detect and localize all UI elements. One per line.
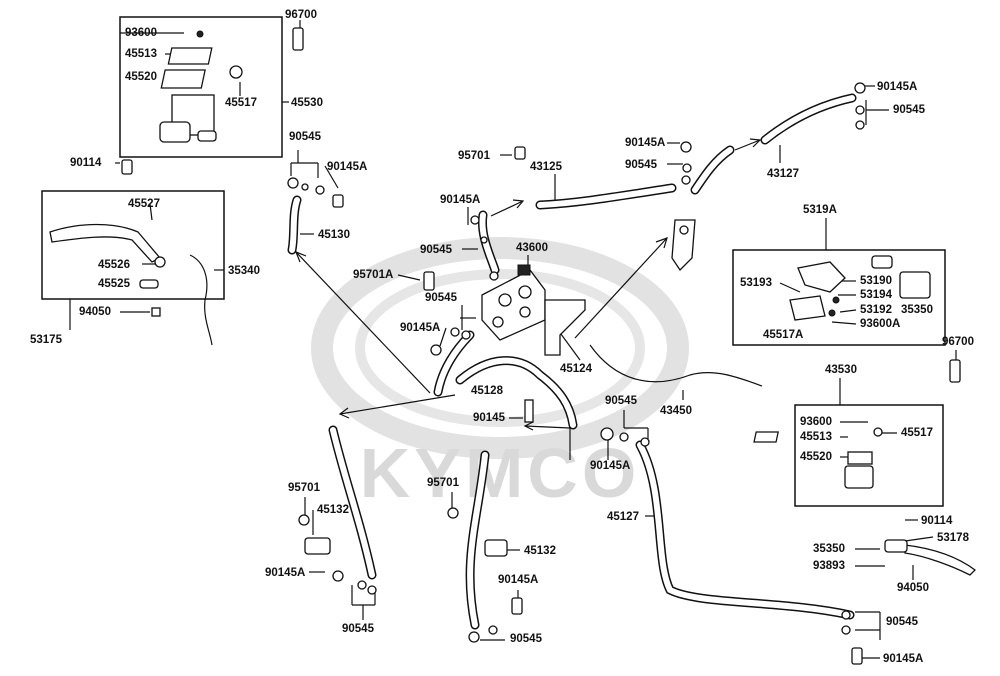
connection-arrows — [294, 138, 762, 460]
part-label: 96700 — [285, 9, 317, 21]
switch-assembly — [789, 255, 931, 321]
part-label: 94050 — [79, 306, 111, 318]
part-label: 96700 — [942, 336, 974, 348]
caliper-top — [671, 219, 696, 272]
part-label: 90145A — [327, 161, 367, 173]
part-label: 53175 — [30, 334, 63, 346]
part-label: 45527 — [128, 198, 160, 210]
switch-box-right — [732, 249, 946, 346]
part-labels: 96700 93600 45513 45520 45517 45530 90114 90545… — [30, 9, 974, 665]
part-label: 45520 — [800, 451, 832, 463]
part-label: 90145A — [498, 574, 538, 586]
part-label: 90545 — [893, 104, 926, 116]
part-label: 53192 — [860, 304, 892, 316]
part-label: 45525 — [98, 278, 131, 290]
part-label: 53193 — [740, 277, 772, 289]
part-label: 90145 — [473, 412, 506, 424]
part-label: 45520 — [125, 71, 157, 83]
part-label: 45128 — [471, 385, 504, 397]
part-label: 45130 — [318, 229, 350, 241]
part-label: 90114 — [921, 515, 953, 527]
part-label: 45132 — [524, 545, 556, 557]
part-label: 43530 — [825, 364, 857, 376]
part-label: 35350 — [813, 543, 845, 555]
part-label: 43125 — [530, 161, 563, 173]
part-label: 90545 — [425, 292, 458, 304]
brake-hoses — [189, 93, 857, 630]
part-label: 45526 — [98, 259, 130, 271]
part-label: 90114 — [70, 157, 102, 169]
part-label: 95701 — [288, 482, 321, 494]
part-label: 45127 — [607, 511, 639, 523]
proportioning-valve — [481, 264, 586, 356]
part-label: 93600 — [800, 416, 832, 428]
part-label: 45517 — [901, 427, 933, 439]
part-label: 90145A — [877, 81, 917, 93]
brake-lever-box-left — [41, 190, 225, 300]
part-label: 95701 — [427, 477, 460, 489]
watermark-text: KYMCO — [360, 434, 641, 512]
part-label: 90145A — [265, 567, 305, 579]
part-label: 90145A — [625, 137, 665, 149]
part-label: 45124 — [560, 363, 593, 375]
part-label: 5319A — [803, 204, 837, 216]
part-label: 90545 — [510, 633, 543, 645]
part-label: 45513 — [800, 431, 832, 443]
part-label: 93600 — [125, 27, 157, 39]
master-cylinder-right — [753, 427, 883, 489]
part-label: 43127 — [767, 168, 799, 180]
part-label: 93600A — [860, 318, 900, 330]
brake-lever-right — [884, 539, 976, 576]
part-label: 90145A — [883, 653, 923, 665]
part-label: 90545 — [289, 131, 322, 143]
part-label: 90145A — [440, 194, 480, 206]
part-label: 90545 — [342, 623, 375, 635]
part-label: 43600 — [516, 242, 548, 254]
part-label: 95701 — [458, 150, 491, 162]
part-label: 90145A — [590, 460, 630, 472]
part-label: 45132 — [317, 504, 349, 516]
part-label: 45530 — [291, 97, 323, 109]
part-label: 53194 — [860, 289, 893, 301]
part-label: 35340 — [228, 265, 260, 277]
part-label: 90545 — [420, 244, 453, 256]
part-label: 90545 — [605, 395, 638, 407]
part-label: 94050 — [897, 582, 929, 594]
part-label: 53190 — [860, 275, 892, 287]
part-label: 43450 — [660, 405, 692, 417]
part-label: 53178 — [937, 532, 970, 544]
master-cylinder-top — [159, 30, 243, 143]
kymco-watermark: KYMCO — [311, 237, 689, 512]
part-label: 35350 — [901, 304, 933, 316]
brake-lever-left — [49, 223, 166, 289]
part-label: 45513 — [125, 48, 157, 60]
master-cylinder-box-top — [119, 16, 283, 158]
part-label: 90145A — [400, 322, 440, 334]
part-label: 90545 — [625, 159, 658, 171]
part-label: 93893 — [813, 560, 845, 572]
part-label: 45517 — [225, 97, 257, 109]
fittings — [121, 27, 961, 665]
part-label: 90545 — [886, 616, 919, 628]
part-label: 45517A — [763, 329, 803, 341]
master-cylinder-box-right — [794, 404, 944, 507]
part-label: 95701A — [353, 269, 393, 281]
